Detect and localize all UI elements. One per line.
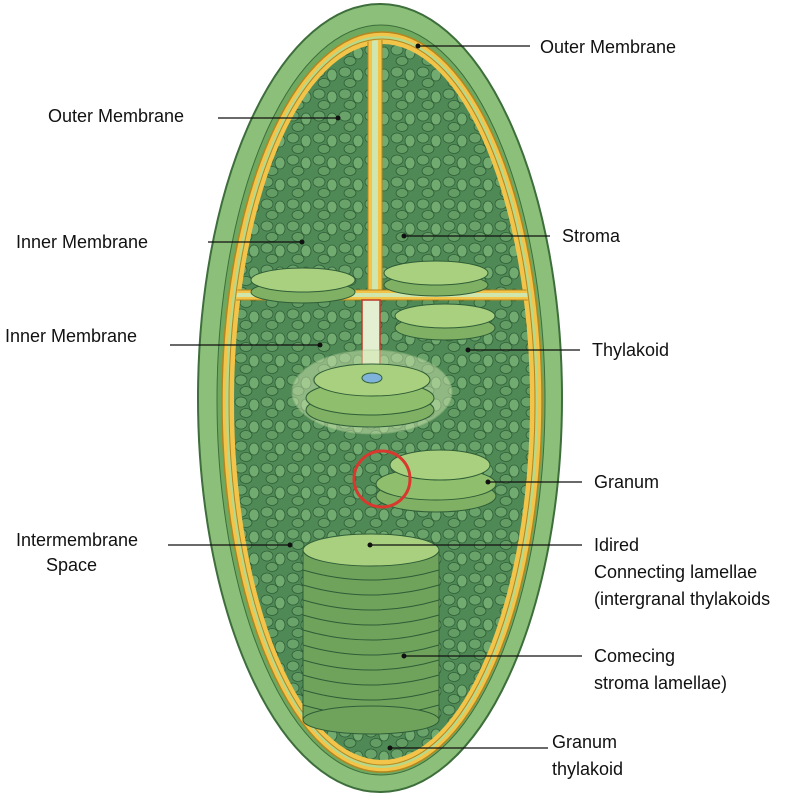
label-intergranal-thylakoids: (intergranal thylakoids xyxy=(594,589,770,609)
large-granum-stack xyxy=(302,533,440,735)
label-thylakoid: Thylakoid xyxy=(592,340,669,360)
highlight-circle xyxy=(352,449,412,509)
label-granum: Granum xyxy=(594,472,659,492)
label-stroma: Stroma xyxy=(562,226,621,246)
label-inner-membrane-1: Inner Membrane xyxy=(16,232,148,252)
label-stroma-lamellae: stroma lamellae) xyxy=(594,673,727,693)
label-intermembrane: Intermembrane xyxy=(16,530,138,550)
thylakoid-disc-right-top xyxy=(383,260,489,297)
label-connecting-lamellae: Connecting lamellae xyxy=(594,562,757,582)
leader-lines xyxy=(168,43,582,751)
thylakoid-disc-right xyxy=(394,303,496,341)
central-granum xyxy=(305,363,435,428)
label-inner-membrane-2: Inner Membrane xyxy=(5,326,137,346)
label-idired: Idired xyxy=(594,535,639,555)
label-granum-thylakoid-2: thylakoid xyxy=(552,759,623,779)
label-outer-membrane-left: Outer Membrane xyxy=(48,106,184,126)
label-comecing: Comecing xyxy=(594,646,675,666)
thylakoid-disc-left xyxy=(250,267,356,304)
label-granum-thylakoid-1: Granum xyxy=(552,732,617,752)
label-outer-membrane-right: Outer Membrane xyxy=(540,37,676,57)
label-space: Space xyxy=(46,555,97,575)
